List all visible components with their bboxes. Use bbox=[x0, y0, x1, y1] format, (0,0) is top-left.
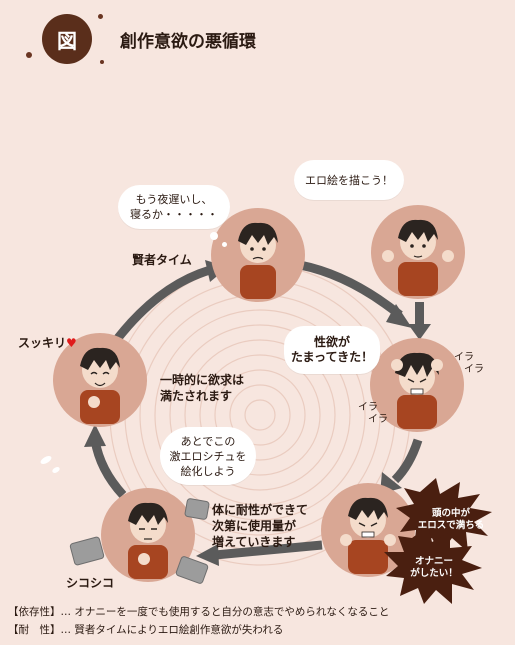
cycle-arrow bbox=[391, 438, 423, 484]
label-taisei: 体に耐性ができて 次第に使用量が 増えていきます bbox=[212, 503, 309, 549]
label-sukkiri: スッキリ♥ bbox=[18, 336, 77, 350]
burst-onanie-text: オナニー がしたい！ bbox=[410, 556, 458, 579]
drops-icon bbox=[40, 456, 60, 473]
bubble-dot bbox=[210, 232, 218, 240]
cycle-arrow bbox=[408, 324, 431, 340]
cycle-arrow bbox=[415, 302, 424, 326]
label-ira-left: イラ イラ bbox=[358, 402, 388, 425]
supplement-packet-icons bbox=[69, 498, 210, 584]
footer-tolerance: 【耐 性】… 賢者タイムによりエロ絵創作意欲が失われる bbox=[8, 624, 284, 636]
ink-splatter bbox=[26, 52, 32, 58]
cycle-arrow bbox=[114, 265, 212, 341]
speech-bubble-tamatte: 性欲が たまってきた！ bbox=[284, 326, 380, 374]
figure-badge: 図 bbox=[42, 14, 92, 64]
character-figures bbox=[80, 219, 454, 579]
ink-splatter bbox=[100, 60, 104, 64]
cycle-arrow bbox=[196, 544, 219, 566]
cycle-arrow bbox=[299, 260, 403, 319]
speech-bubble-atode: あとでこの 激エロシチュを 絵化しよう bbox=[160, 427, 256, 485]
ink-splatter bbox=[98, 14, 103, 19]
cycle-arrow bbox=[90, 439, 127, 499]
heart-icon: ♥ bbox=[66, 336, 77, 350]
speech-bubble-night: もう夜遅いし、 寝るか・・・・・ bbox=[118, 185, 230, 229]
label-kenja: 賢者タイム bbox=[132, 253, 192, 267]
label-shikoshiko: シコシコ bbox=[66, 576, 115, 590]
cycle-arrow bbox=[386, 304, 412, 328]
burst-onanie bbox=[384, 526, 482, 604]
label-ichiji: 一時的に欲求は 満たされます bbox=[160, 373, 245, 403]
cycle-arrow bbox=[214, 540, 323, 560]
speech-bubble-ero-draw: エロ絵を描こう！ bbox=[294, 160, 404, 200]
cycle-arrow bbox=[84, 424, 106, 447]
bubble-dot bbox=[222, 242, 227, 247]
burst-eros-text: 頭の中が エロスで満ちる bbox=[417, 508, 485, 531]
footer-dependency: 【依存性】… オナニーを一度でも使用すると自分の意志でやめられなくなること bbox=[8, 606, 390, 618]
page-title: 創作意欲の悪循環 bbox=[120, 32, 256, 52]
label-ira-right: イラ イラ bbox=[454, 352, 484, 375]
